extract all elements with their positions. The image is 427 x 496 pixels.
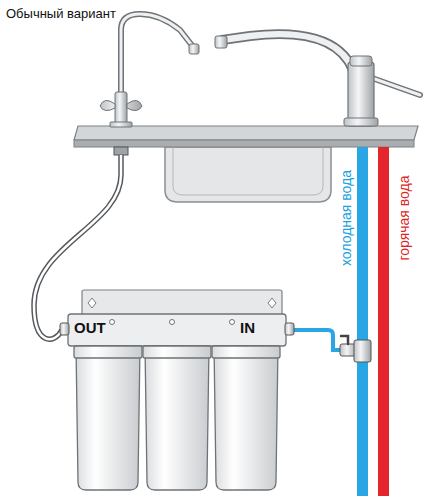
mixer-lever	[372, 78, 420, 95]
out-fitting	[60, 323, 69, 335]
pipe-label: холодная вода	[339, 170, 353, 266]
inlet-tube	[288, 330, 342, 350]
in-fitting	[285, 323, 294, 335]
countertop-edge	[74, 140, 414, 147]
countertop-top	[74, 126, 418, 140]
sink-bowl	[165, 147, 331, 202]
filter-tap-body	[115, 92, 127, 126]
port-label: IN	[240, 320, 255, 335]
port-label: OUT	[74, 320, 106, 335]
mixer-spout	[222, 34, 353, 70]
filter-head	[68, 314, 286, 346]
diagram-title: Обычный вариант	[6, 6, 116, 21]
filter-tap-handle	[100, 100, 142, 110]
cold-pipe	[357, 147, 368, 496]
mixer-body	[348, 62, 374, 126]
sink-inner	[173, 147, 323, 195]
hot-pipe	[378, 147, 389, 496]
pipe-label: горячая вода	[397, 175, 411, 260]
bracket	[82, 290, 282, 316]
filter-housings	[74, 346, 280, 490]
tap-nut	[114, 147, 128, 155]
filter-tap-spout	[121, 14, 194, 100]
tee-adapter	[354, 340, 371, 362]
